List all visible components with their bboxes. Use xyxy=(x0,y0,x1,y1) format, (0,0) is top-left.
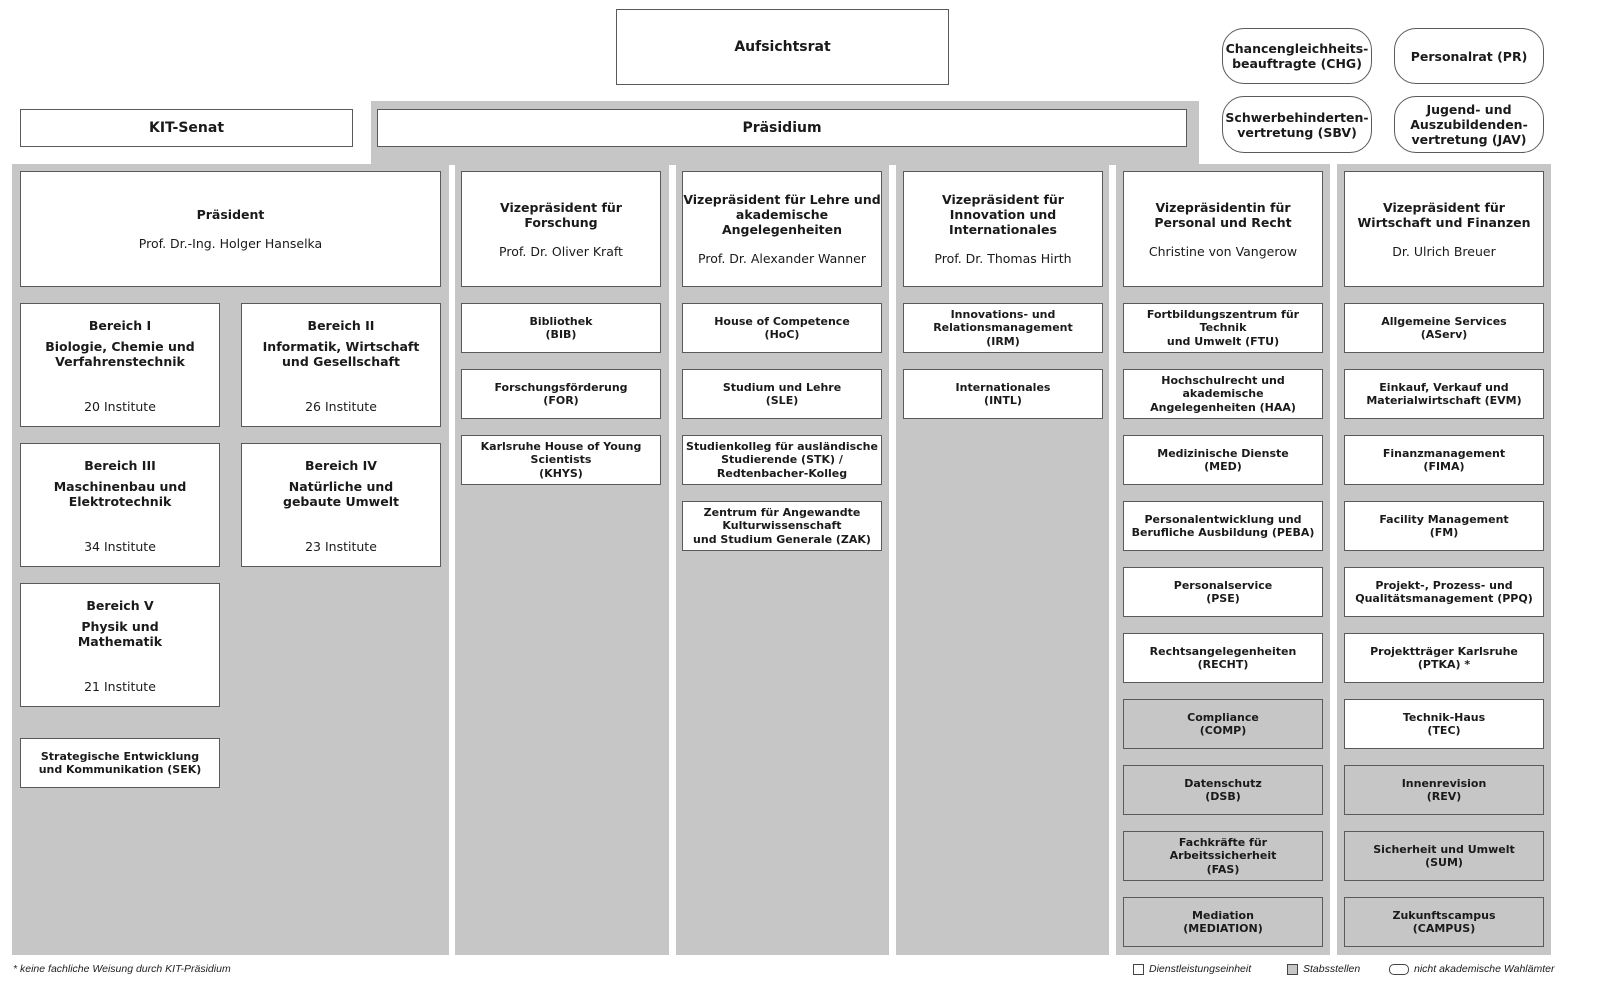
legend-electoral-office: nicht akademische Wahlämter xyxy=(1389,963,1554,975)
vp-name: Prof. Dr. Alexander Wanner xyxy=(698,251,866,266)
unit-sek: Strategische Entwicklung und Kommunikati… xyxy=(20,738,220,788)
service-unit-5-1: Allgemeine Services (AServ) xyxy=(1344,303,1544,353)
vp-name: Prof. Dr. Oliver Kraft xyxy=(499,243,623,259)
legend-service-swatch xyxy=(1133,963,1144,975)
vp-title: Vizepräsidentin für Personal und Recht xyxy=(1154,199,1292,230)
vp-box-3: Vizepräsident für Innovation und Interna… xyxy=(903,171,1103,287)
service-unit-1-2: Forschungsförderung (FOR) xyxy=(461,369,661,419)
vp-title: Vizepräsident für Forschung xyxy=(500,199,622,230)
service-unit-5-7: Technik-Haus (TEC) xyxy=(1344,699,1544,749)
service-unit-4-3: Medizinische Dienste (MED) xyxy=(1123,435,1323,485)
legend-service-unit: Dienstleistungseinheit xyxy=(1133,963,1251,975)
rep-chg: Chancengleichheits- beauftragte (CHG) xyxy=(1222,28,1372,84)
footnote: * keine fachliche Weisung durch KIT-Präs… xyxy=(13,963,231,975)
vp-box-2: Vizepräsident für Lehre und akademische … xyxy=(682,171,882,287)
vp-column-bg-2 xyxy=(676,164,889,955)
staff-unit-5-8: Innenrevision (REV) xyxy=(1344,765,1544,815)
bereich-4: Bereich IV Natürliche und gebaute Umwelt… xyxy=(241,443,441,567)
bereich-5: Bereich V Physik und Mathematik 21 Insti… xyxy=(20,583,220,707)
president-name: Prof. Dr.-Ing. Holger Hanselka xyxy=(138,236,323,251)
vp-title: Vizepräsident für Lehre und akademische … xyxy=(683,192,881,237)
president-title: Präsident xyxy=(196,207,265,222)
president-box: Präsident Prof. Dr.-Ing. Holger Hanselka xyxy=(20,171,441,287)
bereich-2: Bereich II Informatik, Wirtschaft und Ge… xyxy=(241,303,441,427)
vp-title: Vizepräsident für Innovation und Interna… xyxy=(942,192,1064,237)
staff-unit-4-7: Compliance (COMP) xyxy=(1123,699,1323,749)
service-unit-5-2: Einkauf, Verkauf und Materialwirtschaft … xyxy=(1344,369,1544,419)
bereich-1: Bereich I Biologie, Chemie und Verfahren… xyxy=(20,303,220,427)
senat-box: KIT-Senat xyxy=(20,109,353,147)
service-unit-4-5: Personalservice (PSE) xyxy=(1123,567,1323,617)
service-unit-4-1: Fortbildungszentrum für Technik und Umwe… xyxy=(1123,303,1323,353)
staff-unit-5-9: Sicherheit und Umwelt (SUM) xyxy=(1344,831,1544,881)
staff-unit-5-10: Zukunftscampus (CAMPUS) xyxy=(1344,897,1544,947)
staff-unit-4-9: Fachkräfte für Arbeitssicherheit (FAS) xyxy=(1123,831,1323,881)
service-unit-1-3: Karlsruhe House of Young Scientists (KHY… xyxy=(461,435,661,485)
service-unit-2-1: House of Competence (HoC) xyxy=(682,303,882,353)
vp-column-bg-5 xyxy=(1337,164,1551,955)
service-unit-4-2: Hochschulrecht und akademische Angelegen… xyxy=(1123,369,1323,419)
service-unit-2-4: Zentrum für Angewandte Kulturwissenschaf… xyxy=(682,501,882,551)
legend-staff-unit: Stabsstellen xyxy=(1287,963,1360,975)
service-unit-3-2: Internationales (INTL) xyxy=(903,369,1103,419)
service-unit-5-5: Projekt-, Prozess- und Qualitätsmanageme… xyxy=(1344,567,1544,617)
vp-name: Dr. Ulrich Breuer xyxy=(1392,243,1496,259)
service-unit-4-4: Personalentwicklung und Berufliche Ausbi… xyxy=(1123,501,1323,551)
legend-pill-swatch xyxy=(1389,963,1409,975)
bereich-3: Bereich III Maschinenbau und Elektrotech… xyxy=(20,443,220,567)
vp-column-bg-4 xyxy=(1116,164,1330,955)
vp-column-bg-1 xyxy=(455,164,669,955)
service-unit-5-6: Projektträger Karlsruhe (PTKA) * xyxy=(1344,633,1544,683)
praesidium-box: Präsidium xyxy=(377,109,1187,147)
staff-unit-4-8: Datenschutz (DSB) xyxy=(1123,765,1323,815)
service-unit-4-6: Rechtsangelegenheiten (RECHT) xyxy=(1123,633,1323,683)
vp-column-bg-3 xyxy=(896,164,1109,955)
rep-sbv: Schwerbehinderten- vertretung (SBV) xyxy=(1222,96,1372,153)
staff-unit-4-10: Mediation (MEDIATION) xyxy=(1123,897,1323,947)
service-unit-3-1: Innovations- und Relationsmanagement (IR… xyxy=(903,303,1103,353)
legend-staff-swatch xyxy=(1287,963,1298,975)
vp-name: Christine von Vangerow xyxy=(1148,243,1298,259)
rep-pr: Personalrat (PR) xyxy=(1394,28,1544,84)
vp-name: Prof. Dr. Thomas Hirth xyxy=(934,251,1072,266)
service-unit-2-2: Studium und Lehre (SLE) xyxy=(682,369,882,419)
aufsichtsrat-box: Aufsichtsrat xyxy=(616,9,949,85)
service-unit-1-1: Bibliothek (BIB) xyxy=(461,303,661,353)
vp-box-5: Vizepräsident für Wirtschaft und Finanze… xyxy=(1344,171,1544,287)
service-unit-2-3: Studienkolleg für ausländische Studieren… xyxy=(682,435,882,485)
rep-jav: Jugend- und Auszubildenden- vertretung (… xyxy=(1394,96,1544,153)
service-unit-5-3: Finanzmanagement (FIMA) xyxy=(1344,435,1544,485)
service-unit-5-4: Facility Management (FM) xyxy=(1344,501,1544,551)
vp-title: Vizepräsident für Wirtschaft und Finanze… xyxy=(1357,199,1531,230)
